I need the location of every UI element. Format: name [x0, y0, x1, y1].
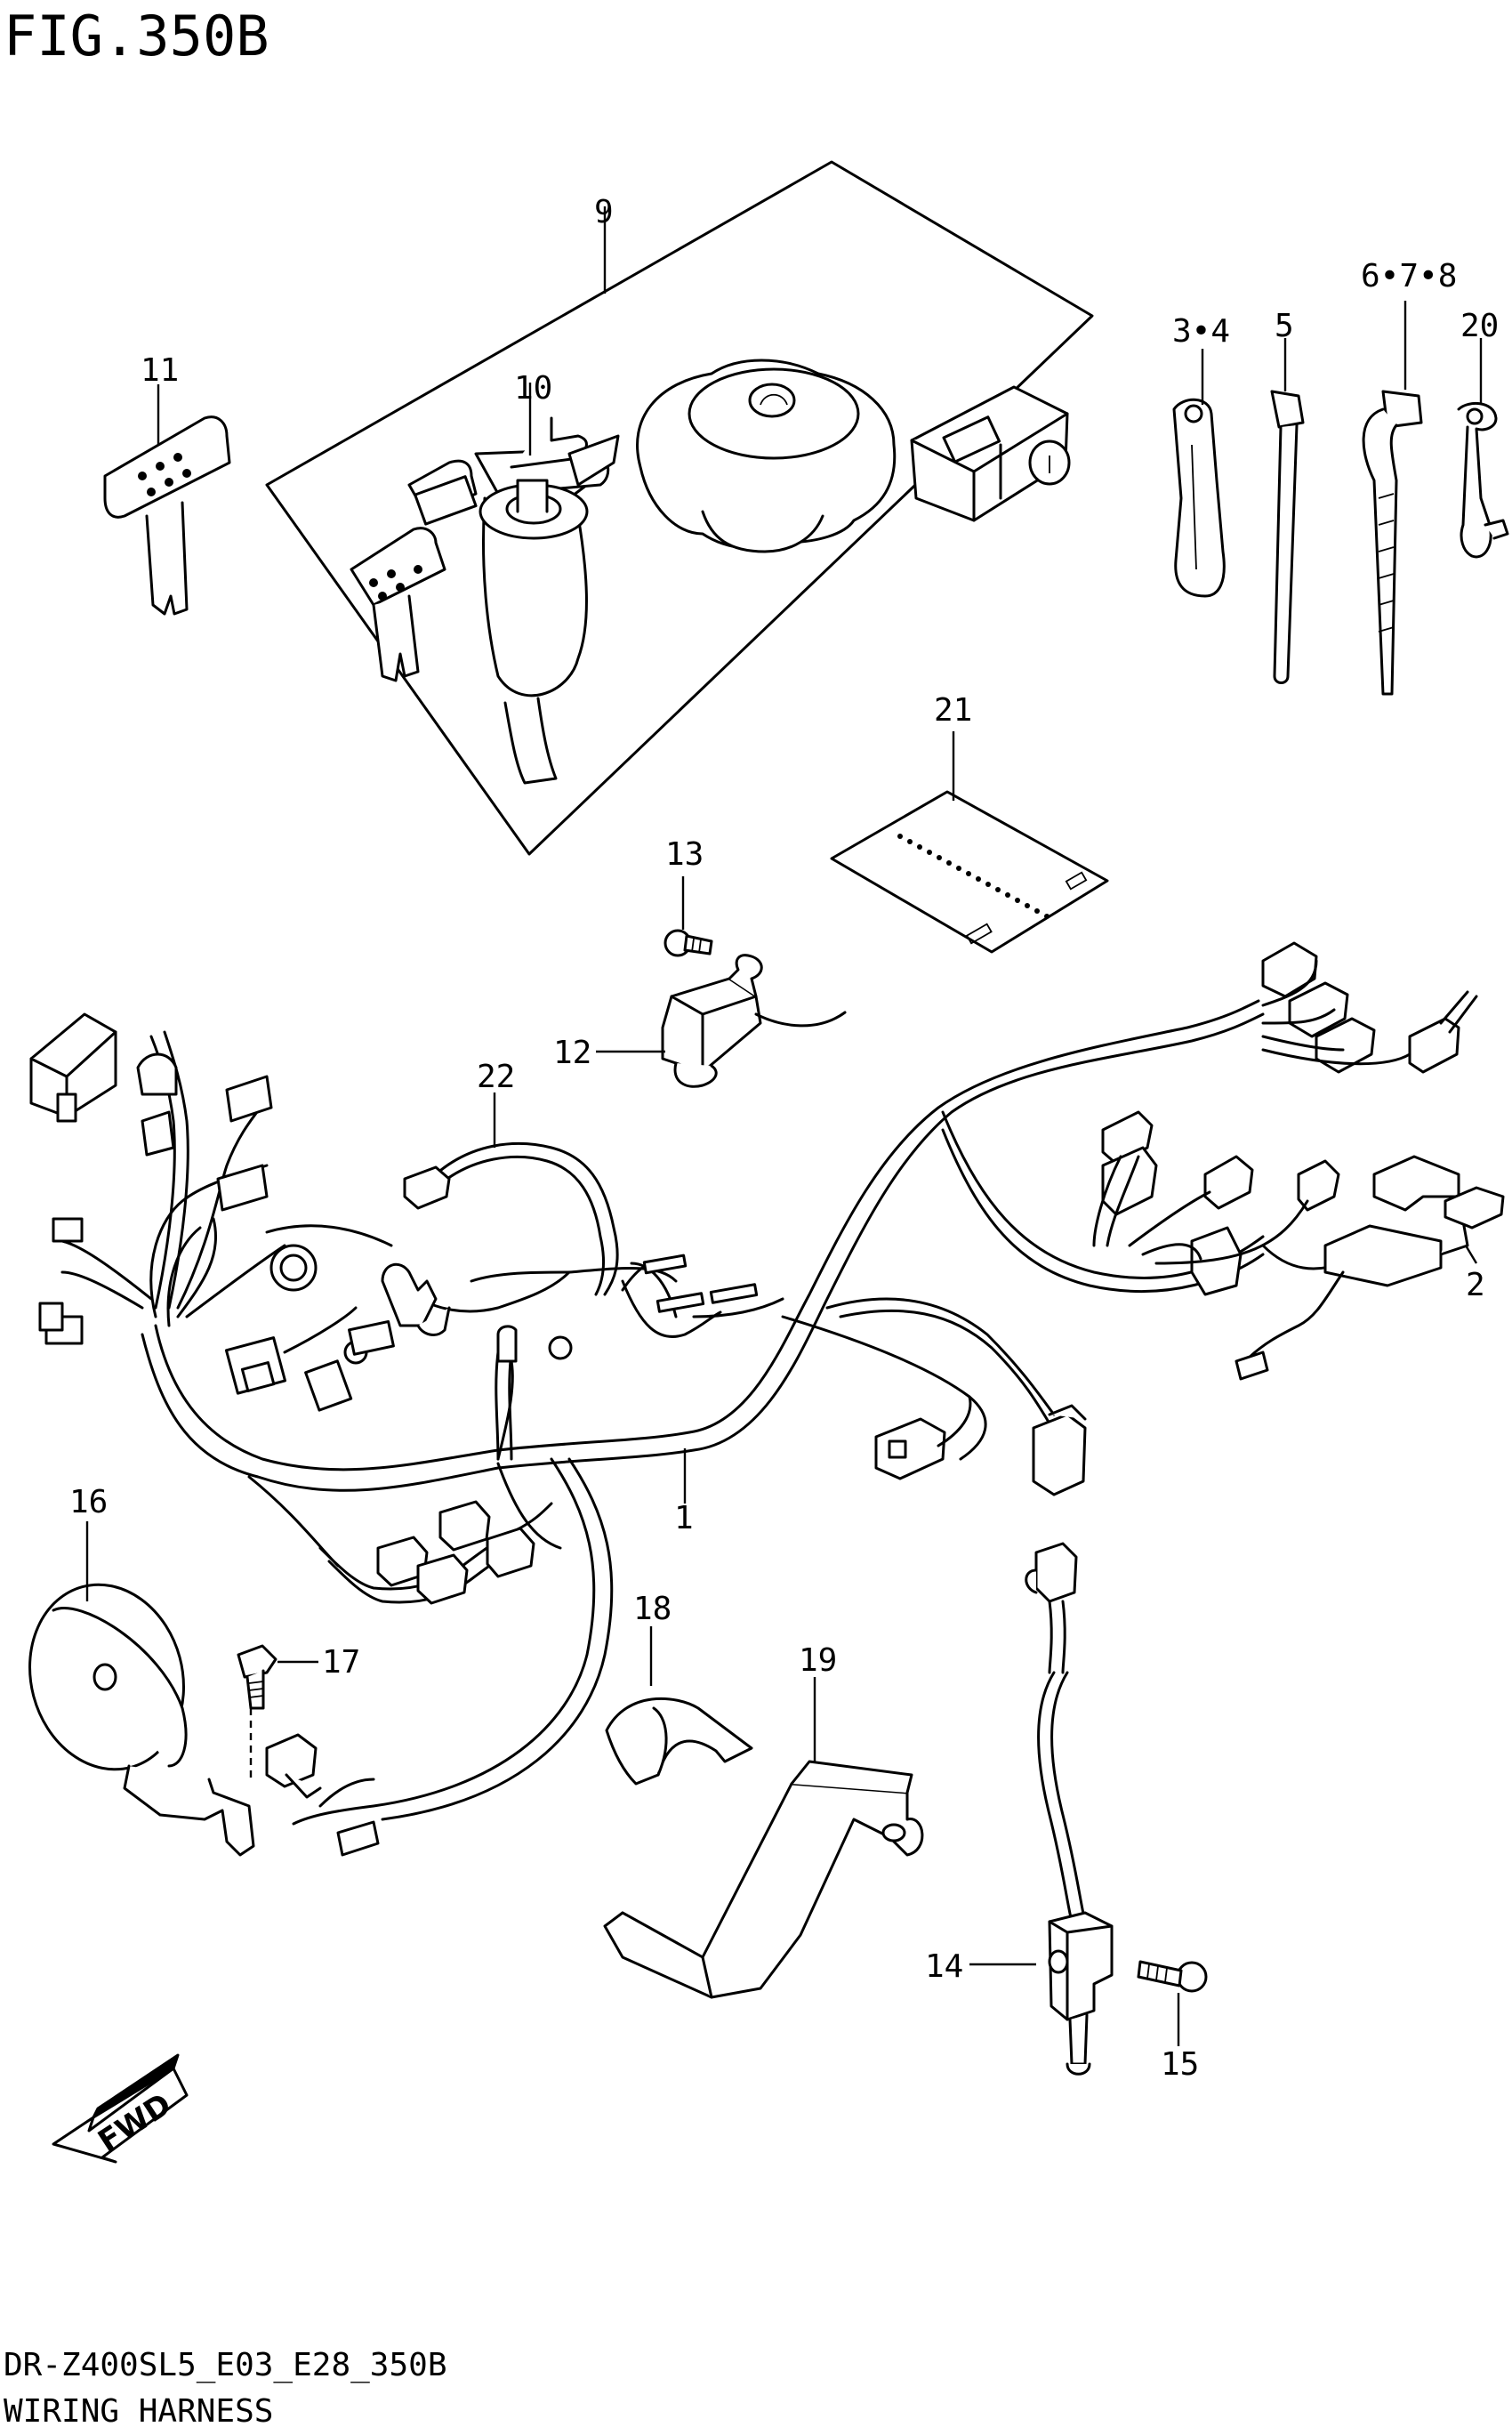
part-12-sensor	[596, 954, 847, 1088]
callout-10: 10	[514, 370, 552, 407]
horn-lead-wires	[265, 1733, 380, 1857]
label-sheet-dot	[1044, 914, 1050, 919]
label-sheet-dot	[995, 887, 1001, 892]
callout-20: 20	[1460, 308, 1499, 344]
part-1-main-harness	[29, 941, 1505, 1826]
fuel-tank-cap	[636, 359, 897, 553]
part-13-bolt	[664, 876, 713, 957]
part-22-sub-harness	[381, 1093, 784, 1461]
part-5-cable-tie	[1270, 338, 1305, 684]
label-sheet-dot	[907, 839, 913, 844]
callout-6-7-8: 6•7•8	[1361, 258, 1457, 294]
callout-12: 12	[553, 1035, 591, 1071]
part-18-cover	[605, 1626, 753, 1786]
label-sheet-dot	[956, 866, 961, 871]
callout-5: 5	[1275, 308, 1294, 344]
callout-17: 17	[322, 1644, 360, 1681]
label-sheet-dot	[917, 844, 922, 850]
callout-15: 15	[1161, 2046, 1199, 2083]
label-sheet-dot	[1025, 903, 1030, 908]
label-sheet-dot	[927, 850, 932, 855]
fwd-arrow-icon: FWD	[52, 2053, 189, 2164]
callout-3-4: 3•4	[1172, 313, 1230, 350]
callout-1: 1	[674, 1500, 694, 1536]
part-9-ignition-set	[265, 160, 1094, 856]
part-10-ignition-switch	[350, 383, 620, 785]
model-code: DR-Z400SL5_E03_E28_350B	[4, 2347, 447, 2383]
figure-title: FIG.350B	[4, 4, 269, 69]
label-sheet-dot	[897, 834, 903, 839]
callout-19: 19	[799, 1642, 837, 1679]
callout-11: 11	[141, 352, 179, 389]
section-title: WIRING HARNESS	[4, 2393, 273, 2430]
label-sheet-dot	[976, 876, 981, 882]
label-sheet-dot	[966, 871, 971, 876]
part-6-7-8-clamp	[1362, 301, 1423, 696]
seat-lock-block	[910, 385, 1071, 522]
callout-18: 18	[633, 1591, 672, 1627]
harness-lower-connectors	[318, 1500, 553, 1605]
callout-22: 22	[477, 1059, 515, 1095]
part-17-bolt	[237, 1644, 318, 1779]
callout-2: 2	[1466, 1267, 1485, 1303]
callout-14: 14	[925, 1948, 963, 1985]
label-sheet-dot	[1015, 898, 1020, 903]
part-19-bracket	[603, 1677, 924, 1999]
part-14-sensor	[969, 1542, 1114, 2076]
label-sheet-dot	[985, 882, 991, 887]
callout-9: 9	[594, 194, 614, 230]
part-11-key	[103, 384, 231, 616]
part-3-4-clamp	[1172, 349, 1226, 598]
label-sheet-dot	[1034, 908, 1040, 914]
callout-21: 21	[934, 692, 972, 729]
label-sheet-dot	[937, 855, 942, 860]
part-15-bolt	[1137, 1960, 1208, 2046]
part-21-label-sheet	[830, 731, 1109, 954]
label-sheet-dot	[1005, 892, 1010, 898]
label-sheet-dot	[946, 860, 952, 866]
part-16-horn	[28, 1521, 255, 1857]
part-20-clip	[1457, 338, 1509, 559]
callout-16: 16	[69, 1484, 108, 1520]
callout-13: 13	[665, 836, 704, 873]
